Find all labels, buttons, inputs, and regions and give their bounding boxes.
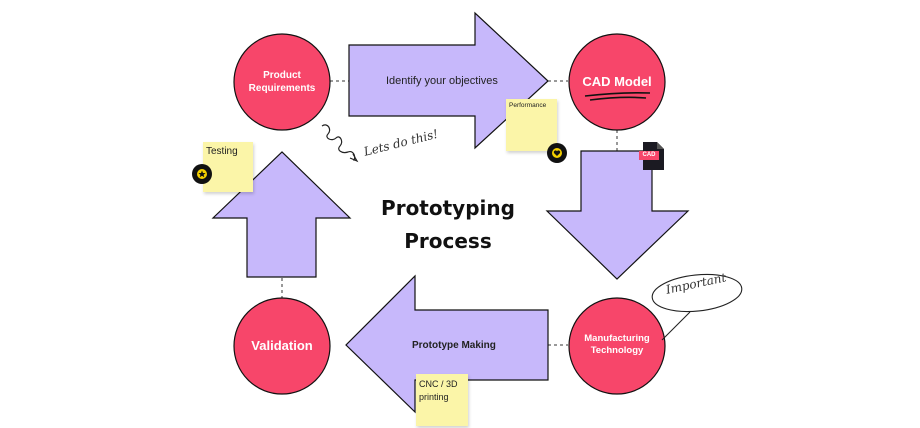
validation-label: Validation bbox=[251, 338, 313, 353]
squiggle-arrowhead bbox=[349, 153, 359, 163]
sticky-performance-text: Performance bbox=[509, 102, 547, 109]
prototype-making-label: Prototype Making bbox=[412, 340, 496, 351]
cad-file-icon bbox=[639, 142, 664, 170]
diagram-title-line1: Prototyping bbox=[381, 196, 515, 220]
squiggle-arrow bbox=[321, 124, 356, 161]
important-pointer bbox=[661, 311, 691, 341]
arrow-down bbox=[545, 150, 690, 280]
circle-manufacturing-technology bbox=[568, 297, 666, 395]
important-ellipse bbox=[651, 273, 743, 313]
star-icon bbox=[197, 169, 207, 179]
identify-objectives-label: Identify your objectives bbox=[386, 75, 498, 87]
diagram-title-line2: Process bbox=[404, 229, 492, 253]
sticky-performance: Performance bbox=[506, 99, 557, 151]
circle-validation bbox=[233, 297, 331, 395]
sticky-testing-text: Testing bbox=[206, 146, 238, 157]
sticky-testing: Testing bbox=[203, 142, 253, 192]
heart-icon bbox=[552, 148, 562, 158]
cad-model-label: CAD Model bbox=[582, 74, 652, 89]
sticky-cnc-text: CNC / 3D printing bbox=[419, 379, 458, 402]
product-requirements-label: Product Requirements bbox=[248, 70, 316, 94]
circle-cad-model bbox=[568, 33, 666, 131]
manufacturing-technology-label: Manufacturing Technology bbox=[584, 333, 650, 356]
underline-scribble bbox=[584, 92, 651, 101]
sticky-cnc: CNC / 3D printing bbox=[416, 374, 468, 426]
arrow-up bbox=[211, 151, 352, 278]
heart-badge-icon bbox=[547, 143, 567, 163]
star-badge-icon bbox=[192, 164, 212, 184]
cad-file-icon-label: CAD bbox=[642, 152, 656, 158]
circle-product-requirements bbox=[233, 33, 331, 131]
arrow-left bbox=[345, 274, 549, 414]
